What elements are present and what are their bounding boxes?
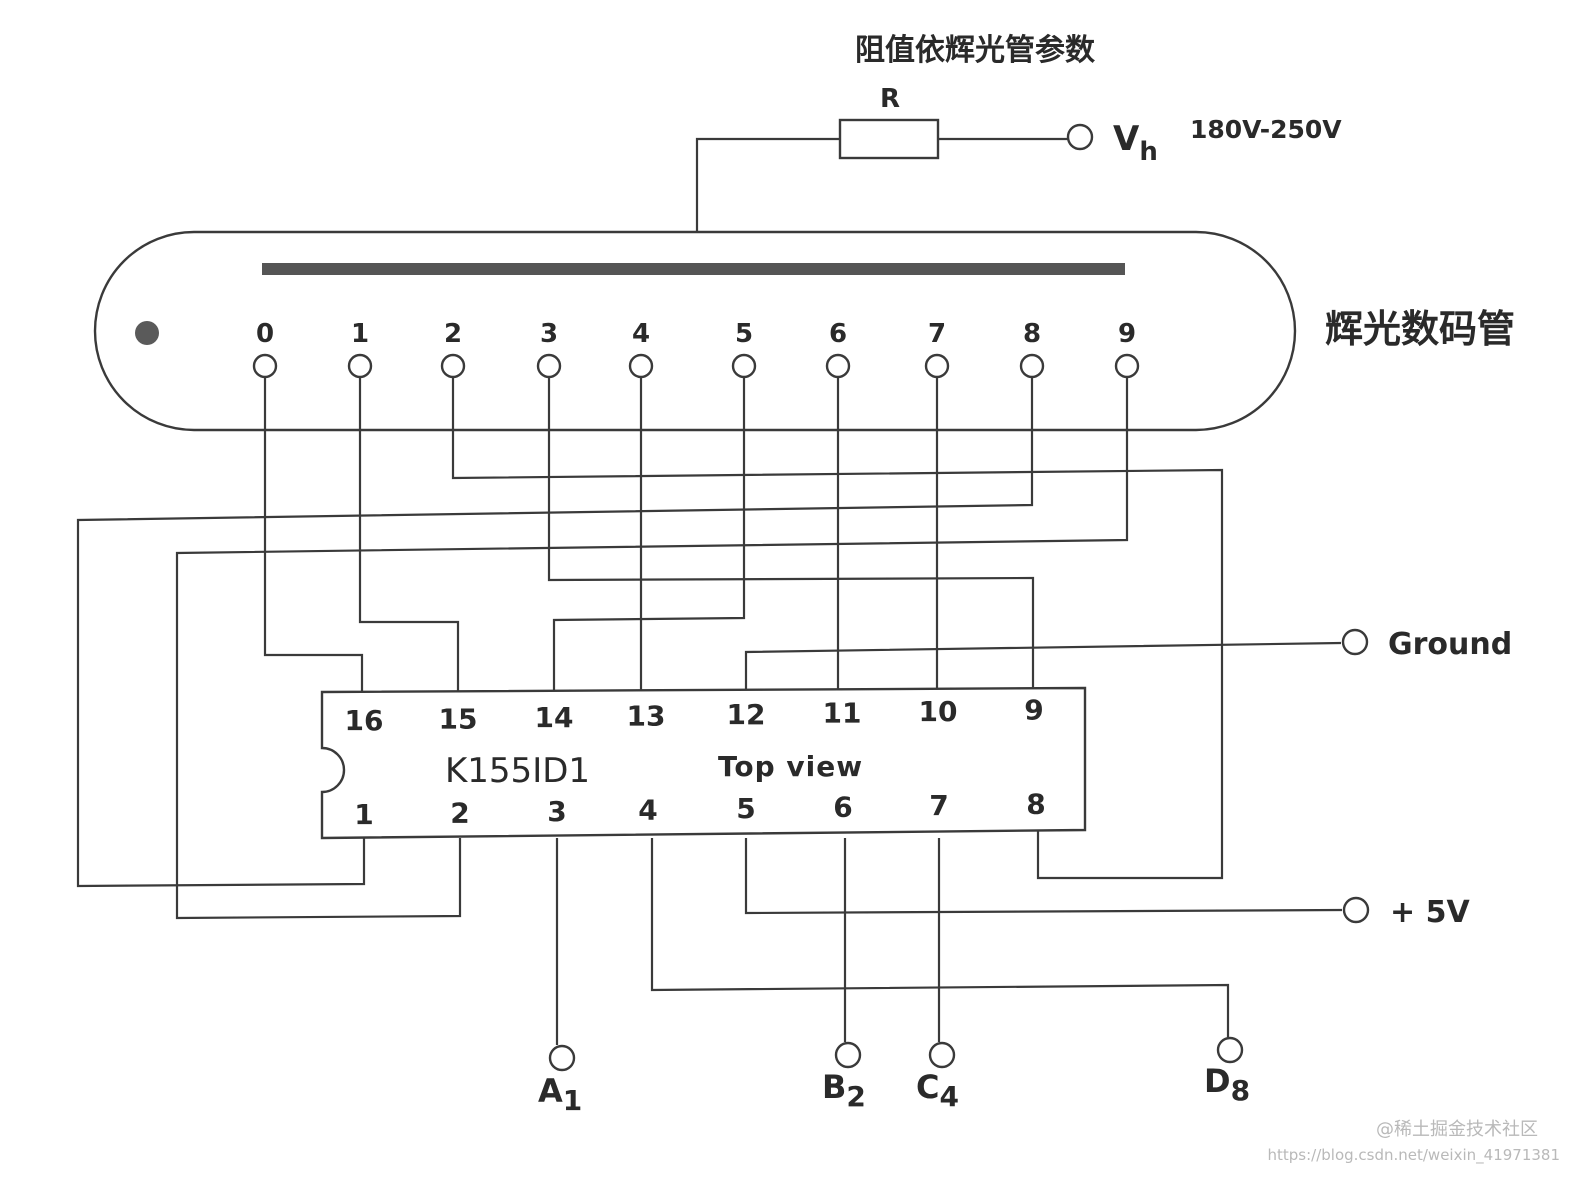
wire-digit-2: [451, 378, 1224, 880]
cathode-pin-1: [347, 353, 373, 379]
ic-pin-11-label: 11: [823, 697, 862, 730]
watermark-line2: https://blog.csdn.net/weixin_41971381: [1267, 1146, 1560, 1165]
cathode-label-6: 6: [829, 319, 847, 349]
cathode-label-4: 4: [632, 319, 650, 349]
cathode-pin-8: [1019, 353, 1045, 379]
ic-pin-8-label: 8: [1026, 788, 1045, 821]
ic-pin-14-label: 14: [535, 701, 574, 734]
input-a-label: A1: [538, 1072, 582, 1117]
cathode-pin-6: [825, 353, 851, 379]
wire-vcc: [744, 838, 1343, 915]
ground-terminal: [1341, 628, 1369, 656]
ic-bottom-pin-labels: 1 2 3 4 5 6 7 8: [354, 788, 1045, 832]
cathode-label-8: 8: [1023, 319, 1041, 349]
input-c-label: C4: [916, 1068, 959, 1113]
ground-label: Ground: [1388, 627, 1512, 662]
vh-symbol: V: [1113, 119, 1140, 159]
nixie-tube-outline: [93, 230, 1297, 432]
ic-pin-13-label: 13: [627, 700, 666, 733]
wire-ground: [744, 641, 1342, 692]
ic-pin-3-label: 3: [547, 795, 566, 828]
cathode-label-1: 1: [351, 319, 369, 349]
ic-pin-5-label: 5: [736, 792, 755, 825]
resistor-label: R: [880, 84, 900, 114]
cathode-pin-5: [731, 353, 757, 379]
tube-key-dot: [135, 321, 159, 345]
cathode-label-3: 3: [540, 319, 558, 349]
cathode-label-2: 2: [444, 319, 462, 349]
resistor-body: [838, 118, 940, 160]
ic-pin-4-label: 4: [638, 794, 657, 827]
cathode-label-7: 7: [928, 319, 946, 349]
ic-pin-6-label: 6: [833, 791, 852, 824]
input-d-label: D8: [1204, 1062, 1250, 1107]
input-b-label: B2: [822, 1068, 866, 1113]
cathode-label-9: 9: [1118, 319, 1136, 349]
resistor-note: 阻值依辉光管参数: [855, 33, 1096, 68]
tube-title: 辉光数码管: [1325, 307, 1515, 351]
vh-subscript: h: [1139, 137, 1158, 167]
ic-pin-9-label: 9: [1024, 694, 1043, 727]
vh-label: Vh: [1113, 119, 1158, 167]
cathode-labels: 0 1 2 3 4 5 6 7 8 9: [256, 319, 1136, 349]
wire-digit-9: [175, 378, 1129, 920]
ic-pin-2-label: 2: [450, 797, 469, 830]
ic-pin-10-label: 10: [919, 695, 958, 728]
wire-anode-to-resistor: [695, 137, 840, 268]
wire-digit-5: [552, 378, 746, 692]
input-d-terminal: [1216, 1036, 1244, 1064]
tube-anode-bar: [262, 263, 1125, 275]
ic-pin-1-label: 1: [354, 798, 373, 831]
vcc-terminal: [1342, 896, 1370, 924]
cathode-pin-4: [628, 353, 654, 379]
cathode-pin-0: [252, 353, 278, 379]
ic-view-label: Top view: [718, 750, 863, 783]
ic-top-pin-labels: 16 15 14 13 12 11 10 9: [345, 694, 1044, 738]
ic-package: [320, 686, 1087, 840]
cathode-pin-9: [1114, 353, 1140, 379]
cathode-pin-2: [440, 353, 466, 379]
ic-name: K155ID1: [445, 751, 590, 791]
input-a-terminal: [548, 1044, 576, 1072]
vcc-label: + 5V: [1390, 895, 1470, 930]
vh-range: 180V-250V: [1190, 115, 1342, 144]
ic-pin-16-label: 16: [345, 704, 384, 737]
cathode-pin-7: [924, 353, 950, 379]
input-b-terminal: [834, 1041, 862, 1069]
ic-pin-15-label: 15: [439, 703, 478, 736]
cathode-label-5: 5: [735, 319, 753, 349]
cathode-label-0: 0: [256, 319, 274, 349]
input-c-terminal: [928, 1041, 956, 1069]
vh-terminal: [1066, 123, 1094, 151]
wire-input-d: [650, 838, 1230, 1037]
cathode-pin-3: [536, 353, 562, 379]
wire-digit-3: [547, 378, 1035, 692]
ic-pin-7-label: 7: [929, 789, 948, 822]
watermark-line1: @稀土掘金技术社区: [1376, 1119, 1538, 1140]
cathode-pins: [252, 353, 1140, 379]
ic-pin-12-label: 12: [727, 698, 766, 731]
wire-digit-1: [358, 378, 460, 692]
wire-digit-8: [76, 378, 1034, 888]
